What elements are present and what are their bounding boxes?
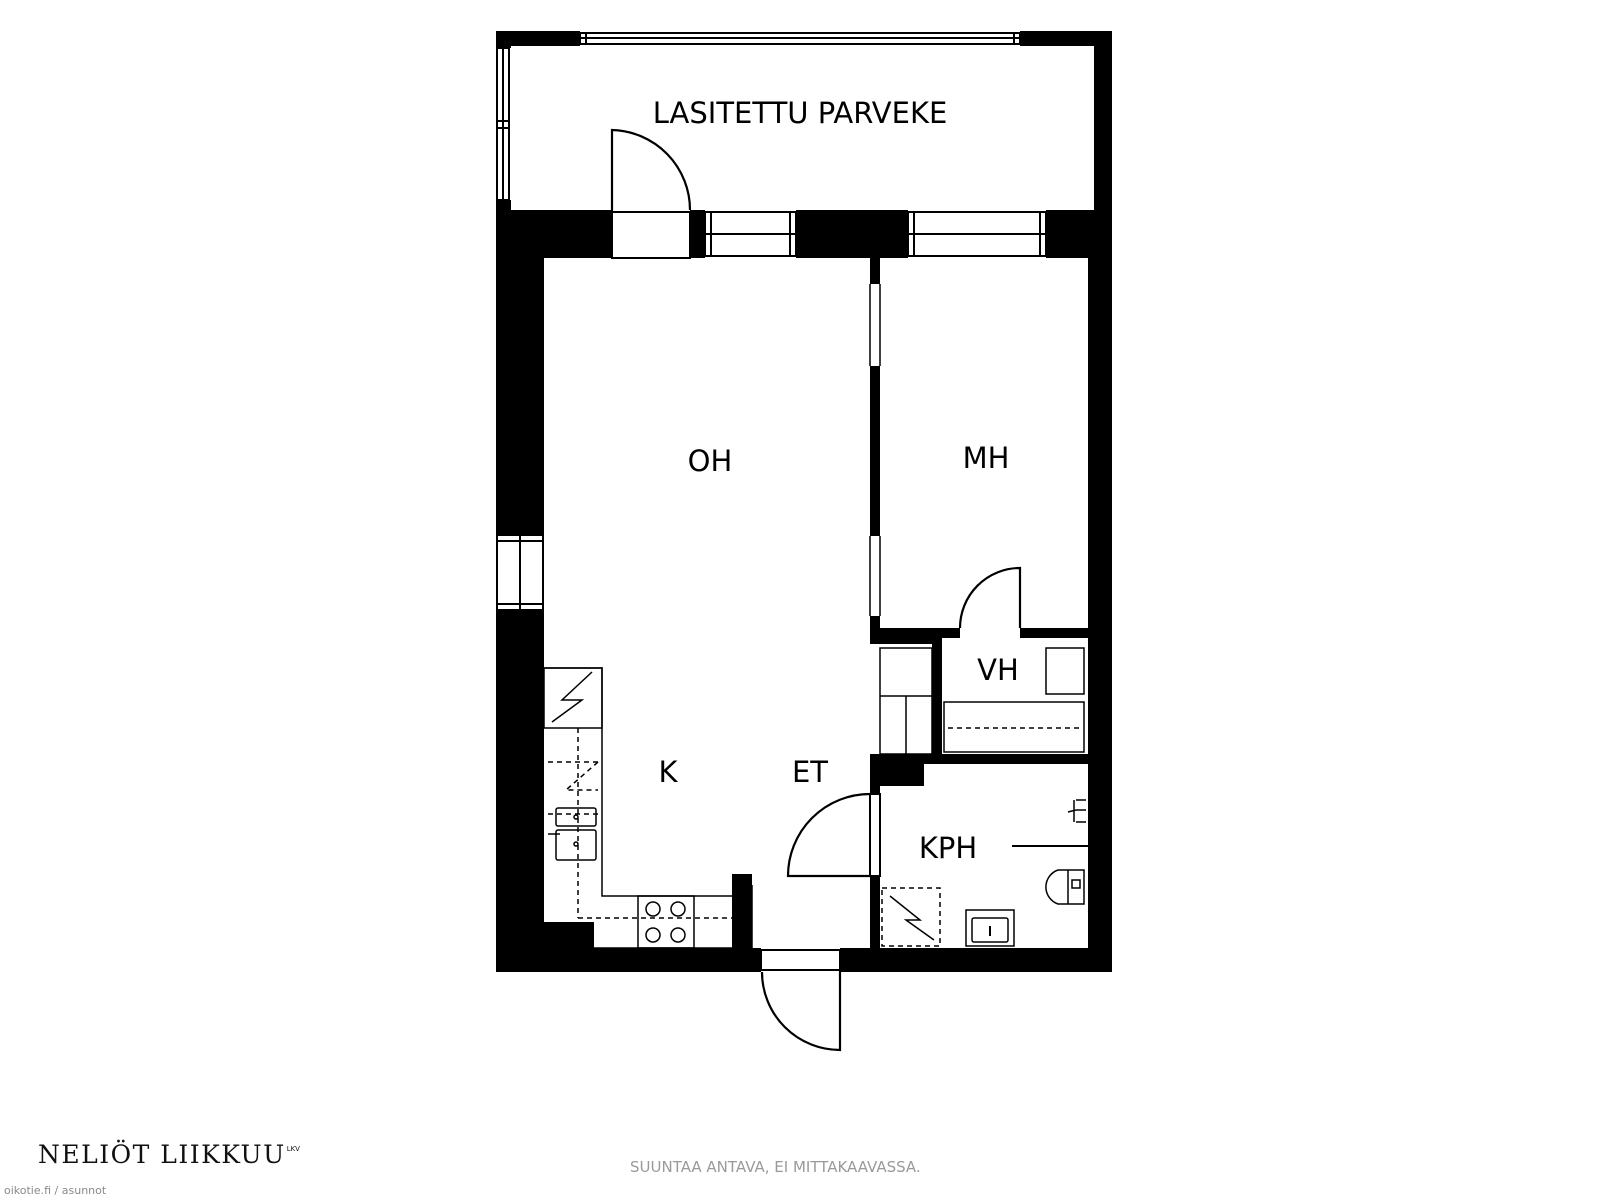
- room-label-bedroom: MH: [963, 441, 1010, 475]
- storage-divider: [870, 638, 936, 644]
- partition-oh-mh-c: [870, 616, 880, 638]
- windows: [496, 32, 1047, 616]
- bedroom-bottom-wall-a: [870, 628, 960, 638]
- outer-wall-left-bottom: [496, 610, 544, 972]
- sink-basin-1: [555, 807, 597, 827]
- closet-shelf-box: [1045, 647, 1085, 695]
- balcony-wall-left-top: [496, 31, 511, 48]
- outer-wall-right: [1088, 210, 1112, 972]
- closet-shelf: [943, 701, 1085, 753]
- closet-bottom-wall: [870, 754, 1092, 764]
- balcony-wall-left-bottom: [496, 200, 511, 212]
- fridge: [543, 667, 603, 729]
- bath-door: [786, 792, 871, 878]
- balcony-wall-right: [1094, 31, 1112, 211]
- kitchen-fixtures: [543, 667, 749, 949]
- outer-wall-left-top: [496, 210, 544, 535]
- bedroom-door: [958, 566, 1022, 629]
- bathroom-fixtures: [881, 799, 1088, 947]
- bath-door-frame: [869, 793, 881, 877]
- shower-symbol: [889, 895, 935, 941]
- balcony-apartment-wall-c: [796, 210, 908, 258]
- entrance-door-frame: [760, 949, 841, 971]
- entry-bath-wall-top: [870, 786, 880, 794]
- outer-wall-bottom-right: [840, 948, 1112, 972]
- partition-oh-mh-b: [870, 366, 880, 536]
- kitchen-corner-block: [544, 922, 594, 952]
- dishwasher-symbol: [564, 761, 599, 791]
- balcony-door: [610, 128, 692, 212]
- doors: [610, 128, 1022, 1052]
- brand-logo: NELIÖT LIIKKUULKV: [38, 1140, 300, 1169]
- balcony-door-frame: [611, 211, 691, 259]
- closet-left-wall: [932, 638, 942, 762]
- sink-basin-2: [555, 829, 597, 861]
- room-label-bathroom: KPH: [919, 831, 977, 865]
- balcony-wall-top-left: [496, 31, 580, 46]
- watermark-text: oikotie.fi / asunnot: [4, 1184, 107, 1197]
- entry-stub-wall: [732, 874, 752, 952]
- entry-bath-block: [870, 754, 924, 786]
- closet-fixtures: [879, 647, 1085, 755]
- shower: [881, 887, 941, 947]
- brand-mark: LKV: [286, 1145, 300, 1153]
- kitchen-counter: [544, 667, 732, 897]
- toilet: [1045, 869, 1085, 905]
- room-label-entry: ET: [792, 755, 828, 789]
- room-label-living: OH: [688, 444, 733, 478]
- fridge-symbol: [551, 671, 593, 723]
- entry-bath-wall-bottom: [870, 876, 880, 952]
- balcony-apartment-wall-b: [690, 210, 705, 258]
- room-label-kitchen: K: [658, 755, 678, 789]
- balcony-wall-top-right: [1020, 31, 1112, 46]
- disclaimer-text: SUUNTAA ANTAVA, EI MITTAKAAVASSA.: [630, 1158, 921, 1176]
- bath-sink: [965, 909, 1015, 947]
- outer-wall-bottom-left: [496, 948, 761, 972]
- entrance-door: [760, 970, 842, 1052]
- room-labels: LASITETTU PARVEKE OH MH VH K ET KPH: [653, 96, 1019, 865]
- brand-name: NELIÖT LIIKKUU: [38, 1140, 286, 1169]
- walls: [496, 31, 1112, 972]
- room-label-balcony: LASITETTU PARVEKE: [653, 96, 948, 130]
- partition-oh-mh-a: [870, 256, 880, 284]
- stove: [637, 895, 695, 949]
- bedroom-bottom-wall-b: [1020, 628, 1092, 638]
- room-label-closet: VH: [977, 653, 1019, 687]
